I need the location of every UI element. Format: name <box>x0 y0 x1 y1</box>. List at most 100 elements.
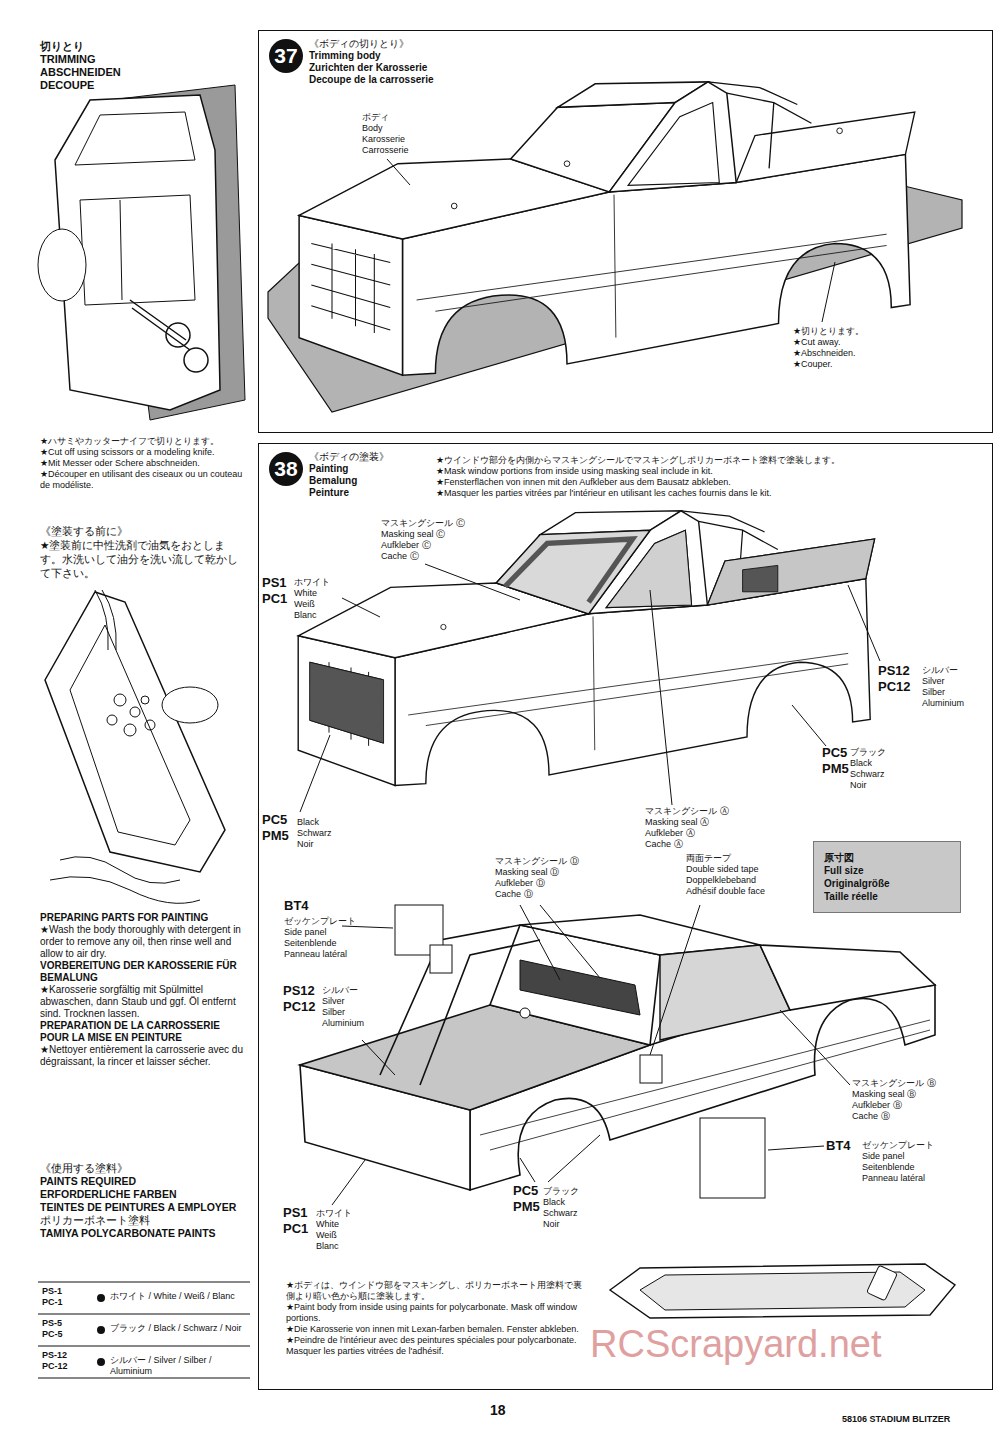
callout-text: マスキングシール Ⓑ <box>852 1078 936 1089</box>
callout-text: ブラック <box>850 747 886 758</box>
label-group: PS1PC1 <box>262 575 287 607</box>
label-group: PS-1PC-1 <box>42 1286 97 1308</box>
label-group: ボディBodyKarosserieCarrosserie <box>362 112 409 156</box>
label-group: PS12PC12 <box>283 983 316 1015</box>
callout-text: ERFORDERLICHE FARBEN <box>40 1188 245 1201</box>
callout-text: ★Peindre de l'intérieur avec des peintur… <box>286 1335 591 1357</box>
label-group: PC5PM5 <box>513 1183 540 1215</box>
callout-text: Weiß <box>316 1230 352 1241</box>
label-group: シルバーSilverSilberAluminium <box>922 665 964 709</box>
box-text: Full size <box>824 864 950 877</box>
callout-text: Aufkleber Ⓓ <box>495 878 579 889</box>
label-group: PS12PC12 <box>878 663 911 695</box>
callout-text: Aufkleber Ⓒ <box>381 540 465 551</box>
callout-text: Weiß <box>294 599 330 610</box>
callout-text: PC1 <box>283 1221 308 1237</box>
callout-text: マスキングシール Ⓐ <box>645 806 729 817</box>
step-title: Zurichten der Karosserie <box>309 62 434 74</box>
callout-text: 58106 STADIUM BLITZER <box>842 1414 950 1425</box>
callout-text: Body <box>362 123 409 134</box>
callout-text: ★Die Karosserie von innen mit Lexan-farb… <box>286 1324 591 1335</box>
callout-text: Masking seal Ⓓ <box>495 867 579 878</box>
step-title: Bemalung <box>309 475 389 487</box>
callout-text: PS-5 <box>42 1318 97 1329</box>
label-group: PS-5PC-5 <box>42 1318 97 1340</box>
step-number: 38 <box>269 452 303 486</box>
callout-text: PM5 <box>822 761 849 777</box>
callout-text: 《塗装する前に》 <box>40 524 245 538</box>
box-text: Taille réelle <box>824 890 950 903</box>
label-group: 両面テープDouble sided tapeDoppelklebebandAdh… <box>686 853 765 897</box>
label-group: ホワイト / White / Weiß / Blanc <box>110 1291 250 1302</box>
callout-text: ABSCHNEIDEN <box>40 66 245 79</box>
callout-text: Black <box>543 1197 579 1208</box>
callout-text: PM5 <box>513 1199 540 1215</box>
callout-text: ゼッケンプレート <box>284 916 356 927</box>
callout-text: PM5 <box>262 828 289 844</box>
label-group: ★ボディは、ウインドウ部をマスキングし、ポリカーボネート用塗料で裏側より暗い色か… <box>286 1280 591 1357</box>
callout-text: ★Wash the body thoroughly with detergent… <box>40 924 245 960</box>
callout-text: ★ウインドウ部分を内側からマスキングシールでマスキングしポリカーボネート塗料で塗… <box>436 455 986 466</box>
callout-text: Black <box>850 758 886 769</box>
callout-text: Silber <box>922 687 964 698</box>
callout-text: Noir <box>850 780 886 791</box>
callout-text: Silver <box>922 676 964 687</box>
callout-text: Side panel <box>862 1151 934 1162</box>
label-group: ブラックBlackSchwarzNoir <box>850 747 886 791</box>
callout-text: ★ハサミやカッターナイフで切りとります。 <box>40 436 245 447</box>
label-group: 58106 STADIUM BLITZER <box>842 1414 950 1425</box>
label-group: シルバーSilverSilberAluminium <box>322 985 364 1029</box>
label-group: PC5PM5 <box>822 745 849 777</box>
callout-text: VORBEREITUNG DER KAROSSERIE FÜR BEMALUNG <box>40 960 245 984</box>
callout-text: ★Fensterflächen von innen mit den Aufkle… <box>436 477 986 488</box>
label-group: BlackSchwarzNoir <box>297 817 332 850</box>
callout-text: TRIMMING <box>40 53 245 66</box>
step-panel: 37《ボディの切りとり》Trimming bodyZurichten der K… <box>258 30 993 433</box>
callout-text: PC5 <box>822 745 849 761</box>
step-title: 《ボディの切りとり》 <box>309 38 434 50</box>
callout-text: シルバー <box>322 985 364 996</box>
callout-text: Aluminium <box>322 1018 364 1029</box>
box-text: 原寸図 <box>824 851 950 864</box>
callout-text: ホワイト <box>316 1208 352 1219</box>
callout-text: ★切りとります。 <box>793 326 864 337</box>
callout-text: Seitenblende <box>862 1162 934 1173</box>
label-group: 《使用する塗料》PAINTS REQUIREDERFORDERLICHE FAR… <box>40 1162 245 1240</box>
callout-text: ポリカーボネート塗料 <box>40 1214 245 1227</box>
callout-text: Cache Ⓑ <box>852 1111 936 1122</box>
label-group: ホワイトWhiteWeißBlanc <box>316 1208 352 1252</box>
callout-text: ホワイト / White / Weiß / Blanc <box>110 1291 250 1302</box>
label-group: ★ウインドウ部分を内側からマスキングシールでマスキングしポリカーボネート塗料で塗… <box>436 455 986 499</box>
callout-text: TAMIYA POLYCARBONATE PAINTS <box>40 1227 245 1240</box>
callout-text: Silber <box>322 1007 364 1018</box>
step-title: 《ボディの塗装》 <box>309 451 389 463</box>
callout-text: ★Découper en utilisant des ciseaux ou un… <box>40 469 245 491</box>
callout-text: Black <box>297 817 332 828</box>
callout-text: Cache Ⓒ <box>381 551 465 562</box>
label-group: ゼッケンプレートSide panelSeitenblendePanneau la… <box>862 1140 934 1184</box>
callout-text: BT4 <box>826 1138 851 1154</box>
label-group: マスキングシール ⒶMasking seal ⒶAufkleber ⒶCache… <box>645 806 729 850</box>
callout-text: Panneau latéral <box>284 949 356 960</box>
callout-text: BT4 <box>284 898 309 914</box>
step-title: Decoupe de la carrosserie <box>309 74 434 86</box>
callout-text: PC-1 <box>42 1297 97 1308</box>
callout-text: DECOUPE <box>40 79 245 92</box>
callout-text: 《使用する塗料》 <box>40 1162 245 1175</box>
callout-text: Carrosserie <box>362 145 409 156</box>
callout-text: ★Mit Messer oder Schere abschneiden. <box>40 458 245 469</box>
callout-text: ブラック <box>543 1186 579 1197</box>
callout-text: Silver <box>322 996 364 1007</box>
label-group: ★切りとります。★Cut away.★Abschneiden.★Couper. <box>793 326 864 370</box>
callout-text: PS12 <box>878 663 911 679</box>
box-text: Originalgröße <box>824 877 950 890</box>
callout-text: White <box>294 588 330 599</box>
callout-text: PREPARATION DE LA CARROSSERIE POUR LA MI… <box>40 1020 245 1044</box>
callout-text: ★Couper. <box>793 359 864 370</box>
step-title: Trimming body <box>309 50 434 62</box>
callout-text: Karosserie <box>362 134 409 145</box>
label-group: PS1PC1 <box>283 1205 308 1237</box>
callout-text: Aluminium <box>922 698 964 709</box>
callout-text: ホワイト <box>294 577 330 588</box>
callout-text: ★Masquer les parties vitrées par l'intér… <box>436 488 986 499</box>
